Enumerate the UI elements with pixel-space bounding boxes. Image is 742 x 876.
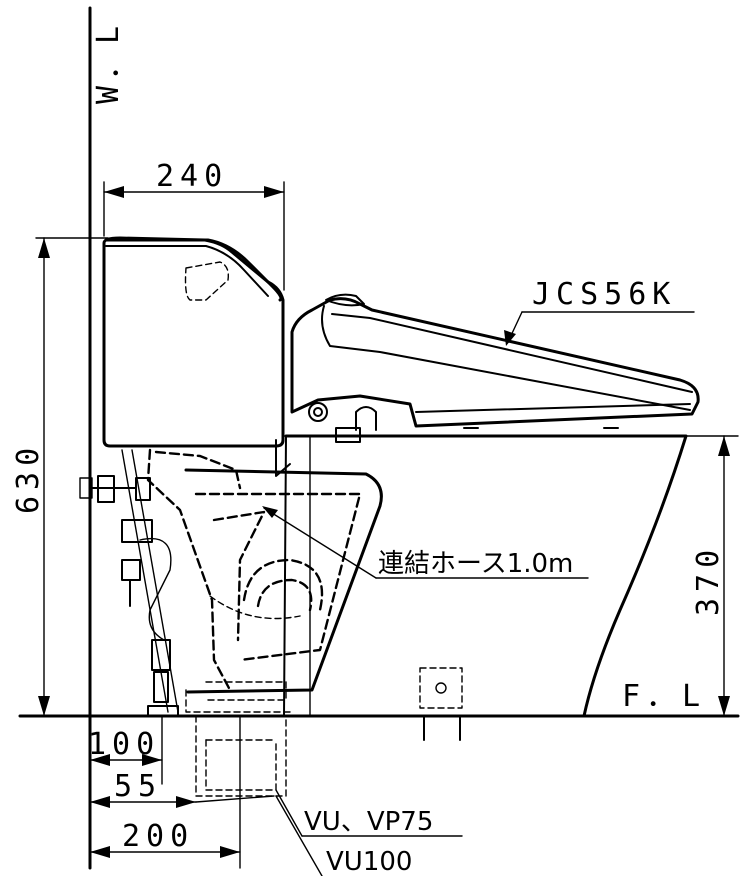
- tank-body: [102, 236, 285, 448]
- dim-offset-55: 55: [89, 769, 275, 808]
- drain-pipe: [195, 681, 287, 797]
- hose-label: 連結ホース1.0m: [378, 549, 573, 579]
- bowl-outline: [184, 468, 383, 694]
- water-valve-knob: [308, 402, 328, 422]
- trap-bend-1: [242, 558, 324, 612]
- anchor-box: [419, 667, 463, 709]
- model-label: JCS56K: [532, 277, 676, 312]
- wall-line-label: W．L: [91, 20, 126, 104]
- dim-offset-100: 100: [88, 715, 163, 785]
- drain-valve-lower: [153, 671, 169, 703]
- dim-55-arrow-left: [90, 796, 110, 808]
- drain-pipe-inner: [205, 739, 277, 791]
- seat-hinge: [325, 293, 365, 307]
- floor-flange: [147, 705, 179, 717]
- tank-button-outline: [184, 261, 230, 301]
- dim-100-arrow-left: [90, 754, 110, 766]
- bowl-rear-wall: [283, 435, 287, 717]
- dim-55-text: 55: [114, 769, 162, 804]
- model-leader-arrow: [504, 330, 516, 346]
- supply-piping: [79, 449, 179, 717]
- pipe-leader-2: [275, 795, 323, 876]
- dim-tank-width: 240: [103, 159, 285, 291]
- reference-lines: [18, 6, 740, 870]
- dim-55-arrow-right: [176, 796, 196, 808]
- drain-socket: [205, 681, 287, 701]
- tank: [102, 236, 285, 448]
- drain-valve: [151, 639, 171, 671]
- dim-200-text: 200: [122, 819, 194, 854]
- trap-bend-2: [256, 578, 313, 612]
- dim-offset-200: 200: [89, 715, 241, 869]
- dim-370-text: 370: [691, 544, 726, 616]
- water-valve-center: [313, 407, 323, 417]
- dim-240-arrow-left: [104, 186, 124, 198]
- internal-trap: [146, 448, 362, 713]
- tank-lid: [104, 238, 283, 302]
- dim-630-text: 630: [11, 442, 46, 514]
- dim-370-arrow-top: [718, 436, 730, 456]
- seat-under-edge: [415, 403, 691, 413]
- dim-55-leader: [195, 795, 275, 803]
- dim-100-arrow-right: [142, 754, 162, 766]
- lower-fitting: [121, 559, 141, 581]
- hose-curve: [139, 538, 172, 641]
- trap-water-line: [209, 595, 301, 620]
- dim-100-text: 100: [88, 727, 160, 762]
- dim-630-arrow-top: [38, 238, 50, 258]
- dim-200-arrow-left: [90, 846, 110, 858]
- hose-callout: 連結ホース1.0m: [262, 506, 589, 579]
- hose-leader-arrow: [262, 506, 278, 518]
- hose-leader: [263, 507, 377, 579]
- floor-anchor: [419, 667, 463, 741]
- trap-outer: [146, 448, 232, 692]
- dim-240-arrow-right: [264, 186, 284, 198]
- toilet-bowl: [184, 434, 688, 718]
- pipe-callout: VU、VP75 VU100: [275, 789, 463, 876]
- dim-370-arrow-bottom: [718, 696, 730, 716]
- dim-200-arrow-right: [220, 846, 240, 858]
- tank-lid-edge: [105, 245, 269, 297]
- hose-loop: [355, 406, 377, 431]
- bowl-front-profile: [284, 434, 688, 718]
- pipe-label-1: VU、VP75: [304, 807, 433, 837]
- outlet-flange: [185, 689, 291, 713]
- floor-line-label: F．L: [622, 679, 706, 714]
- pipe-label-2: VU100: [326, 847, 412, 876]
- seat-body: [290, 297, 700, 428]
- model-callout: JCS56K: [504, 277, 695, 346]
- seat-lid-line: [321, 305, 691, 411]
- seat-top-edge: [331, 313, 693, 393]
- anchor-hole: [435, 682, 447, 694]
- trap-inner: [212, 510, 266, 642]
- dim-240-text: 240: [156, 159, 228, 194]
- dim-630-arrow-bottom: [38, 696, 50, 716]
- dim-seat-height: 370: [685, 435, 739, 717]
- supply-line-1: [121, 449, 169, 713]
- washlet-seat: [290, 293, 700, 443]
- trap-rim: [194, 492, 362, 662]
- pipe-leader-1: [275, 789, 303, 837]
- tee-fitting: [121, 519, 153, 543]
- trap-top: [154, 450, 242, 490]
- dim-total-height: 630: [11, 237, 109, 717]
- drain-pipe-outer: [195, 715, 287, 797]
